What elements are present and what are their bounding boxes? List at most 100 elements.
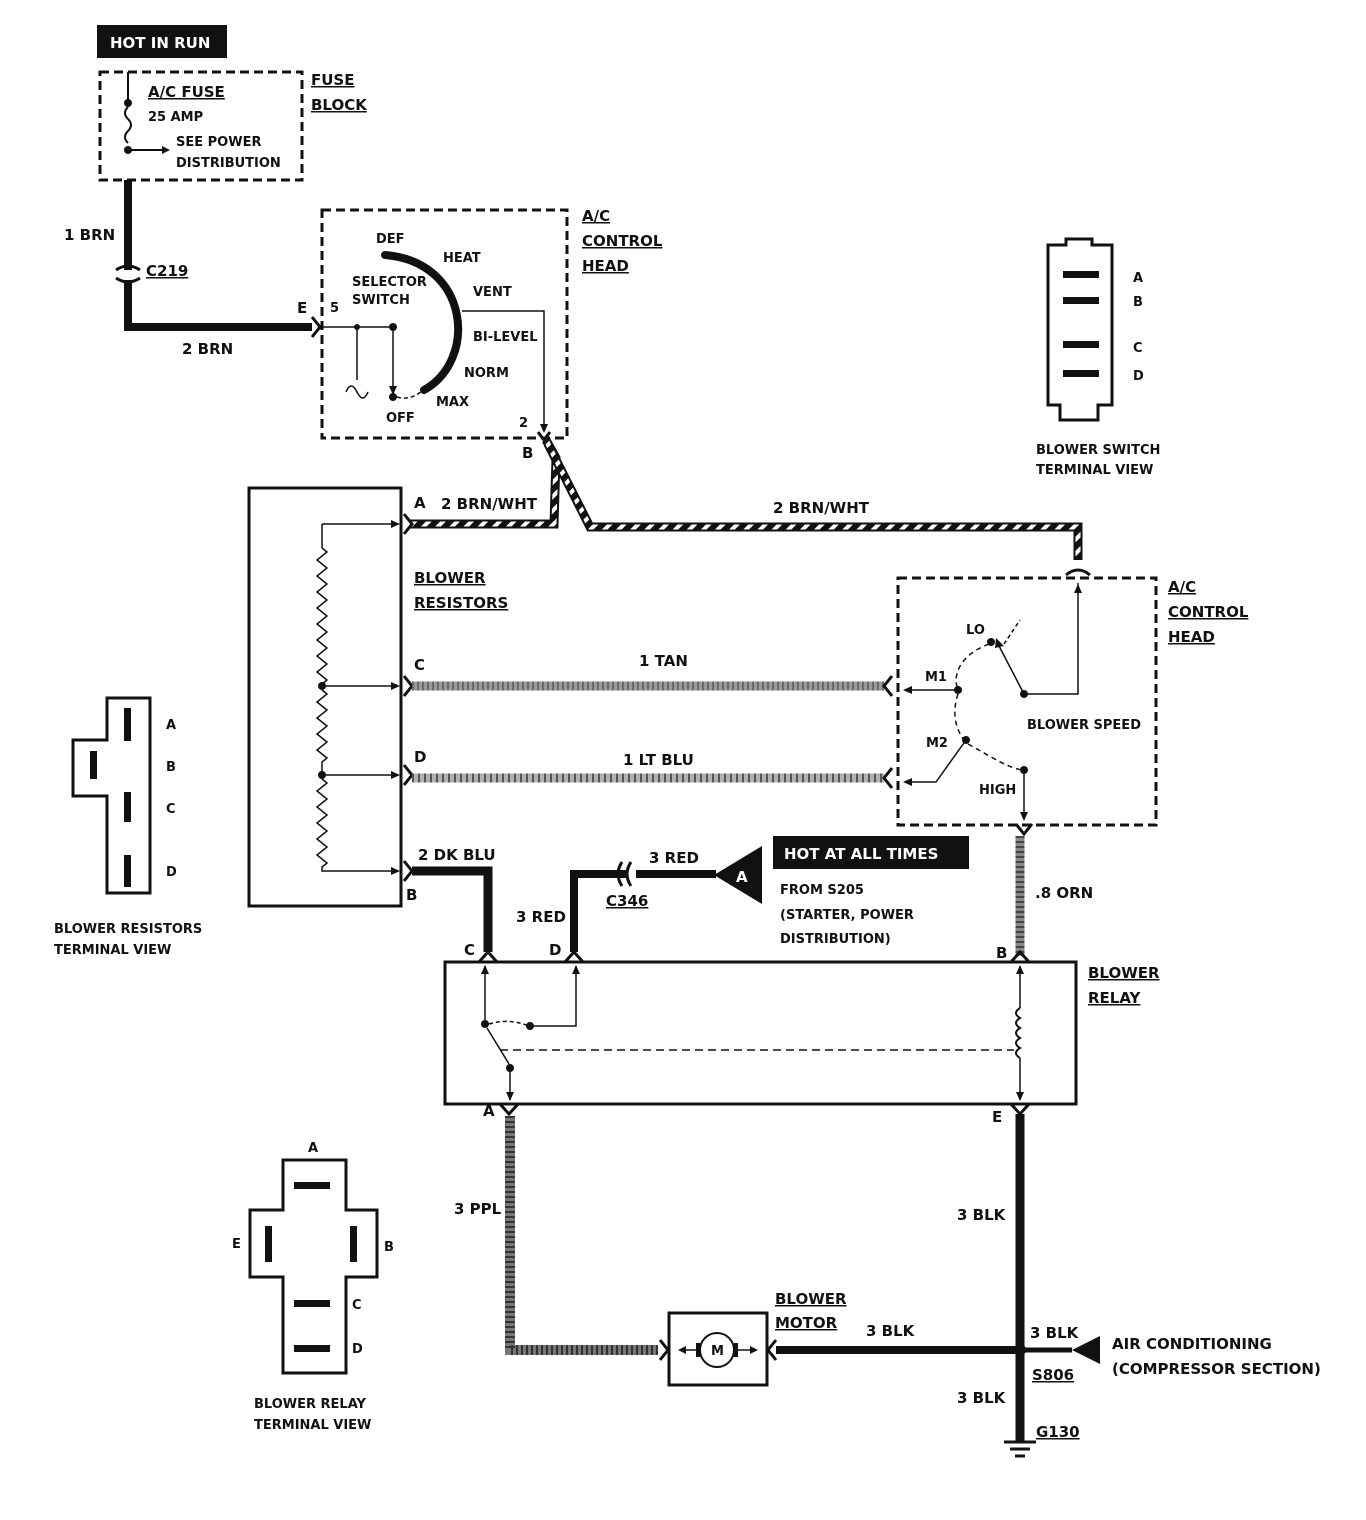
- svg-text:CONTROL: CONTROL: [582, 232, 663, 250]
- svg-text:A: A: [1133, 271, 1143, 286]
- svg-text:MAX: MAX: [436, 395, 469, 410]
- blower-motor: M BLOWER MOTOR: [667, 1290, 847, 1387]
- svg-text:C219: C219: [146, 262, 188, 280]
- svg-text:SEE POWER: SEE POWER: [176, 135, 261, 150]
- splice-s806: [1014, 1344, 1026, 1356]
- wire-1-brn: 1 BRN C219: [64, 180, 188, 284]
- svg-text:BLOWER: BLOWER: [414, 569, 486, 587]
- svg-text:NORM: NORM: [464, 366, 509, 381]
- svg-text:D: D: [414, 748, 426, 766]
- svg-text:D: D: [1133, 369, 1144, 384]
- svg-text:C: C: [352, 1298, 362, 1313]
- svg-text:HOT IN RUN: HOT IN RUN: [110, 34, 210, 52]
- from-s205-ref: A FROM S205 (STARTER, POWER DISTRIBUTION…: [714, 846, 914, 947]
- svg-text:BLOWER RELAY: BLOWER RELAY: [254, 1397, 367, 1412]
- selector-switch-arc: [381, 251, 463, 394]
- svg-text:D: D: [352, 1342, 363, 1357]
- svg-text:HIGH: HIGH: [979, 783, 1016, 798]
- svg-text:BLOWER SPEED: BLOWER SPEED: [1027, 718, 1141, 733]
- air-conditioning-ref: AIR CONDITIONING (COMPRESSOR SECTION): [1112, 1335, 1321, 1378]
- svg-text:D: D: [549, 941, 561, 959]
- svg-text:3 BLK: 3 BLK: [866, 1322, 916, 1340]
- resistor-3: [315, 778, 397, 872]
- svg-text:CONTROL: CONTROL: [1168, 603, 1249, 621]
- svg-text:AIR CONDITIONING: AIR CONDITIONING: [1112, 1335, 1272, 1353]
- svg-text:3 RED: 3 RED: [516, 908, 566, 926]
- svg-text:.8 ORN: .8 ORN: [1035, 884, 1093, 902]
- wire-2-dk-blu: 2 DK BLU: [412, 846, 496, 952]
- wire-3-red: 3 RED 3 RED C346: [516, 849, 716, 952]
- svg-text:C346: C346: [606, 892, 648, 910]
- svg-text:SELECTOR: SELECTOR: [352, 275, 427, 290]
- svg-text:M1: M1: [925, 670, 947, 685]
- svg-text:DISTRIBUTION): DISTRIBUTION): [780, 932, 891, 947]
- wire-3-ppl: 3 PPL: [454, 1116, 670, 1361]
- svg-text:C: C: [1133, 341, 1143, 356]
- svg-text:B: B: [522, 444, 533, 462]
- svg-text:2 DK BLU: 2 DK BLU: [418, 846, 496, 864]
- svg-text:DISTRIBUTION: DISTRIBUTION: [176, 156, 281, 171]
- blower-resistors-terminal-view: A B C D BLOWER RESISTORS TERMINAL VIEW: [54, 696, 202, 958]
- svg-text:A: A: [736, 868, 748, 886]
- svg-text:B: B: [166, 760, 176, 775]
- svg-text:3 BLK: 3 BLK: [1030, 1324, 1080, 1342]
- svg-text:G130: G130: [1036, 1423, 1080, 1441]
- blower-relay: BLOWER RELAY C D A E: [443, 941, 1160, 1126]
- svg-text:HOT AT ALL TIMES: HOT AT ALL TIMES: [784, 845, 938, 863]
- svg-text:A: A: [166, 718, 176, 733]
- svg-text:B: B: [1133, 295, 1143, 310]
- svg-text:BLOWER SWITCH: BLOWER SWITCH: [1036, 443, 1160, 458]
- svg-text:D: D: [166, 865, 177, 880]
- svg-text:BLOWER: BLOWER: [775, 1290, 847, 1308]
- wire-1-tan: 1 TAN: [412, 652, 894, 697]
- blower-relay-terminal-view: A E B C D BLOWER RELAY TERMINAL VIEW: [232, 1141, 394, 1433]
- wire-2-brn-wht: B 2 BRN/WHT 2 BRN/WHT: [410, 437, 1083, 560]
- wire-1-lt-blu: 1 LT BLU: [412, 751, 894, 789]
- resistor-1: [315, 547, 329, 686]
- svg-text:A/C FUSE: A/C FUSE: [148, 83, 225, 101]
- ac-control-head-right: A/C CONTROL HEAD LO M1 M2 HIGH BLOWER SP…: [896, 568, 1249, 837]
- svg-text:2 BRN/WHT: 2 BRN/WHT: [441, 495, 538, 513]
- svg-text:A: A: [483, 1102, 495, 1120]
- svg-text:S806: S806: [1032, 1366, 1074, 1384]
- svg-text:HEAT: HEAT: [443, 251, 481, 266]
- svg-text:C: C: [414, 656, 425, 674]
- fuse-block: FUSE BLOCK A/C FUSE 25 AMP SEE POWER DIS…: [98, 70, 368, 182]
- svg-text:HEAD: HEAD: [1168, 628, 1215, 646]
- motor-icon: [699, 1332, 735, 1368]
- svg-text:DEF: DEF: [376, 232, 405, 247]
- blower-switch-terminal-view: A B C D BLOWER SWITCH TERMINAL VIEW: [1036, 237, 1160, 478]
- relay-coil-icon: [1015, 1007, 1022, 1059]
- ground-icon: [1004, 1440, 1036, 1458]
- svg-text:TERMINAL VIEW: TERMINAL VIEW: [254, 1418, 371, 1433]
- svg-text:BLOWER: BLOWER: [1088, 964, 1160, 982]
- svg-text:FROM S205: FROM S205: [780, 883, 864, 898]
- svg-text:3 BLK: 3 BLK: [957, 1206, 1007, 1224]
- svg-text:1 TAN: 1 TAN: [639, 652, 688, 670]
- svg-text:5: 5: [330, 301, 339, 316]
- svg-text:E: E: [992, 1108, 1002, 1126]
- svg-text:B: B: [996, 944, 1007, 962]
- svg-text:VENT: VENT: [473, 285, 512, 300]
- svg-text:BI-LEVEL: BI-LEVEL: [473, 330, 538, 345]
- svg-text:E: E: [297, 299, 307, 317]
- svg-text:(COMPRESSOR SECTION): (COMPRESSOR SECTION): [1112, 1360, 1321, 1378]
- svg-text:A: A: [308, 1141, 318, 1156]
- wire-2-brn: 2 BRN E: [124, 280, 322, 358]
- svg-text:C: C: [166, 802, 176, 817]
- svg-text:TERMINAL VIEW: TERMINAL VIEW: [54, 943, 171, 958]
- svg-text:2 BRN/WHT: 2 BRN/WHT: [773, 499, 870, 517]
- svg-text:C: C: [464, 941, 475, 959]
- svg-text:E: E: [232, 1237, 241, 1252]
- svg-text:2: 2: [519, 416, 528, 431]
- svg-text:MOTOR: MOTOR: [775, 1314, 838, 1332]
- fuse-icon: [124, 106, 132, 144]
- svg-text:OFF: OFF: [386, 411, 415, 426]
- blower-resistors: BLOWER RESISTORS A C D B: [247, 486, 508, 908]
- svg-text:M2: M2: [926, 736, 948, 751]
- svg-text:B: B: [406, 886, 417, 904]
- svg-text:2 BRN: 2 BRN: [182, 340, 233, 358]
- wire-3-blk: 3 BLK 3 BLK 3 BLK 3 BLK S806 G130: [766, 1114, 1100, 1458]
- hot-in-run-banner: HOT IN RUN: [97, 25, 227, 58]
